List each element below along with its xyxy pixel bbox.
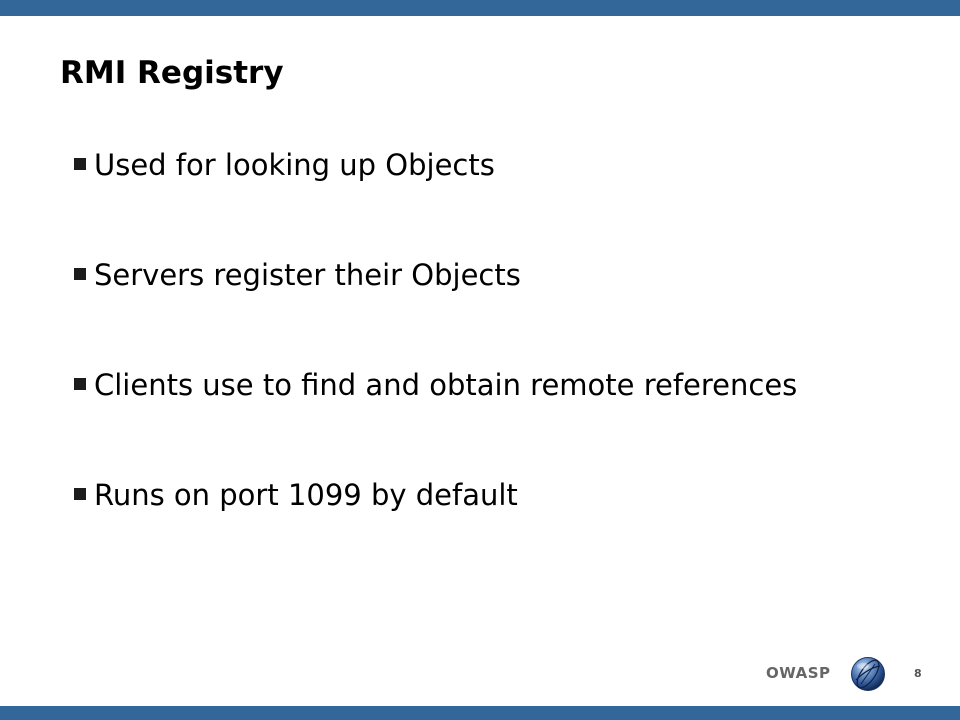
bullet-text: Used for looking up Objects [94, 148, 495, 182]
square-bullet-icon [74, 378, 86, 390]
bullet-text: Clients use to find and obtain remote re… [94, 368, 798, 402]
page-number: 8 [914, 667, 922, 680]
square-bullet-icon [74, 488, 86, 500]
bullet-text: Runs on port 1099 by default [94, 478, 518, 512]
bullet-item: Runs on port 1099 by default [74, 473, 797, 583]
bullet-item: Used for looking up Objects [74, 143, 797, 253]
square-bullet-icon [74, 268, 86, 280]
slide-title: RMI Registry [60, 55, 284, 91]
square-bullet-icon [74, 158, 86, 170]
bullet-list: Used for looking up Objects Servers regi… [74, 143, 797, 583]
bullet-item: Servers register their Objects [74, 253, 797, 363]
bullet-text: Servers register their Objects [94, 258, 521, 292]
bullet-item: Clients use to find and obtain remote re… [74, 363, 797, 473]
bottom-accent-bar [0, 706, 960, 720]
top-accent-bar [0, 0, 960, 16]
globe-logo-icon [851, 657, 885, 691]
owasp-logo-text: OWASP [766, 664, 831, 682]
